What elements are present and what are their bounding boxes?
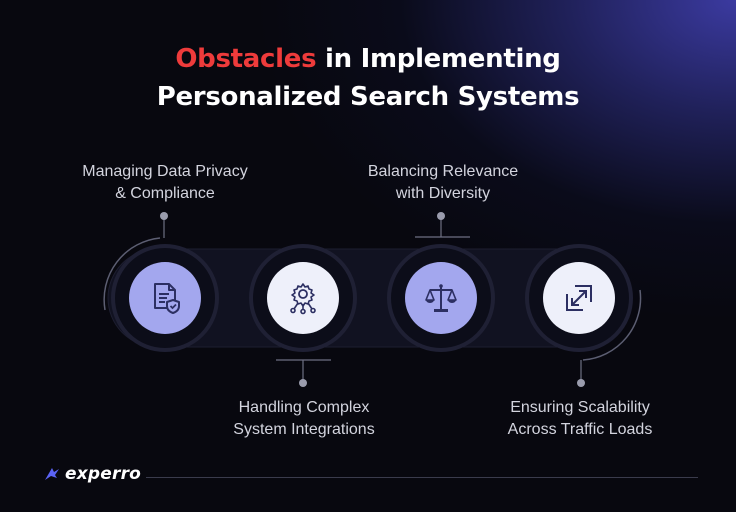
title-line-2: Personalized Search Systems <box>156 82 580 112</box>
step-label-1-line-2: & Compliance <box>115 185 215 202</box>
step-label-3-line-2: with Diversity <box>395 185 491 202</box>
step-node-3 <box>405 262 477 334</box>
gear-network-icon <box>290 283 316 315</box>
connector-dot-3 <box>437 212 445 220</box>
expand-arrows-icon <box>566 285 592 311</box>
step-label-4-line-2: Across Traffic Loads <box>507 421 653 438</box>
footer-divider <box>146 477 698 478</box>
brand-logo: experro <box>43 464 141 484</box>
step-label-4-line-1: Ensuring Scalability <box>510 399 650 416</box>
page-title: Obstacles in Implementing Personalized S… <box>0 40 736 116</box>
connector-dot-4 <box>577 379 585 387</box>
scale-balance-icon <box>425 284 457 312</box>
title-line-1-rest: in Implementing <box>316 44 561 74</box>
step-label-2-line-1: Handling Complex <box>238 399 370 416</box>
connector-dot-1 <box>160 212 168 220</box>
step-node-2 <box>267 262 339 334</box>
document-shield-icon <box>154 283 180 314</box>
step-label-2: Handling Complex System Integrations <box>203 397 405 441</box>
accent-arc-left <box>103 237 161 311</box>
step-node-1 <box>129 262 201 334</box>
brand-name: experro <box>65 464 142 484</box>
title-highlight: Obstacles <box>175 44 317 74</box>
step-label-1: Managing Data Privacy & Compliance <box>64 161 266 205</box>
step-label-3-line-1: Balancing Relevance <box>367 163 519 180</box>
step-label-2-line-2: System Integrations <box>233 421 375 438</box>
step-label-3: Balancing Relevance with Diversity <box>342 161 544 205</box>
step-label-1-line-1: Managing Data Privacy <box>82 163 248 180</box>
connector-dot-2 <box>299 379 307 387</box>
experro-logo-icon <box>45 468 59 480</box>
title-line-1: Obstacles in Implementing <box>0 40 736 78</box>
step-label-4: Ensuring Scalability Across Traffic Load… <box>479 397 681 441</box>
accent-arc-right <box>582 289 642 361</box>
step-node-4 <box>543 262 615 334</box>
